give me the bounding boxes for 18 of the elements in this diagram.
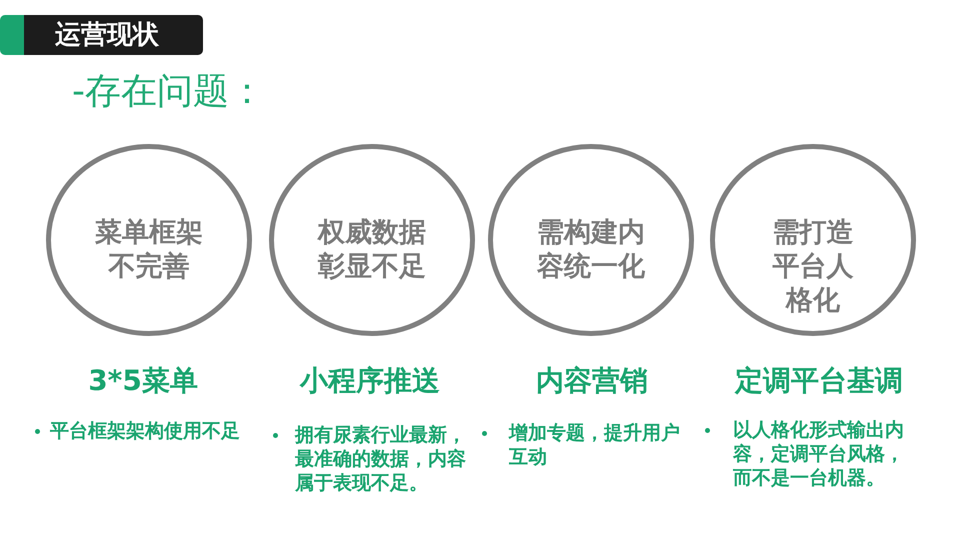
column-heading: 定调平台基调 [735,364,903,398]
bullet-text: 拥有尿素行业最新，最准确的数据，内容属于表现不足。 [295,423,467,495]
problem-label: 菜单框架不完善 [94,216,204,284]
problem-circle [46,144,252,336]
page-title: -存在问题： [72,70,265,114]
column-heading: 小程序推送 [300,364,440,398]
problem-label: 需打造平台人格化 [772,216,854,318]
problem-circle [269,144,475,336]
header-bar: 运营现状 [0,15,203,55]
bullet-text: 平台框架架构使用不足 [50,419,241,443]
problem-circle [488,144,694,336]
problem-label: 权威数据彰显不足 [316,216,427,284]
column-heading: 内容营销 [536,364,648,398]
column-heading: 3*5菜单 [88,364,198,398]
bullet-text: 增加专题，提升用户互动 [509,421,681,469]
bullet-text: 以人格化形式输出内容，定调平台风格，而不是一台机器。 [733,418,905,490]
problem-label: 需构建内容统一化 [536,216,646,284]
problem-circle [710,144,916,336]
